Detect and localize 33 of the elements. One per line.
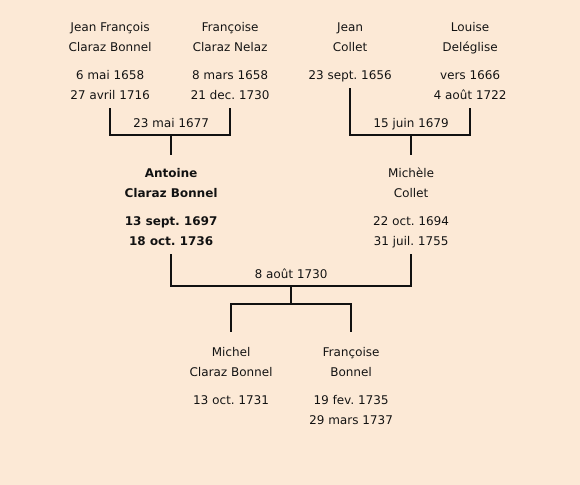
person-name: Claraz Bonnel [68, 39, 152, 56]
life-date: 22 oct. 1694 [373, 213, 449, 230]
life-date: 18 oct. 1736 [128, 233, 214, 250]
life-date: 23 sept. 1656 [308, 67, 392, 84]
person-name: Jean François [70, 19, 150, 36]
life-date: 27 avril 1716 [70, 87, 150, 104]
life-date: 8 mars 1658 [192, 67, 268, 84]
family-line [170, 108, 231, 155]
person-name: Jean [337, 19, 363, 36]
person-name: Claraz Bonnel [190, 364, 272, 381]
life-date: 19 fev. 1735 [313, 392, 389, 409]
person-name: Françoise [202, 19, 258, 36]
family-line [290, 254, 412, 332]
life-date: 21 dec. 1730 [190, 87, 270, 104]
family-line [410, 108, 471, 155]
life-date: 13 sept. 1697 [124, 213, 218, 230]
life-date: vers 1666 [440, 67, 500, 84]
life-date: 13 oct. 1731 [193, 392, 269, 409]
person-name: Claraz Nelaz [192, 39, 268, 56]
person-name: Collet [332, 39, 368, 56]
person-name: Antoine [144, 165, 198, 182]
person-name: Deléglise [442, 39, 498, 56]
life-date: 29 mars 1737 [309, 412, 393, 429]
person-name: Claraz Bonnel [124, 185, 218, 202]
person-name: Louise [450, 19, 490, 36]
person-name: Françoise [322, 344, 380, 361]
person-name: Michel [212, 344, 250, 361]
life-date: 4 août 1722 [434, 87, 506, 104]
life-date: 31 juil. 1755 [374, 233, 448, 250]
person-name: Collet [394, 185, 428, 202]
person-name: Bonnel [330, 364, 372, 381]
person-name: Michèle [388, 165, 434, 182]
life-date: 6 mai 1658 [76, 67, 144, 84]
